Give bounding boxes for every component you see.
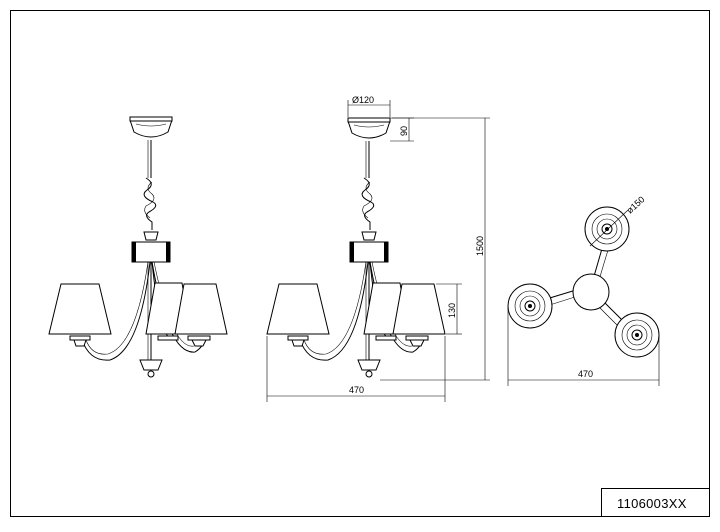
chandelier-front-view-dimensioned: Ø120 90 1500 130 470 [266,95,490,402]
sheet-border [10,10,710,517]
title-block: 1106003XX [601,488,710,517]
dimension-canopy-diameter: Ø120 [347,95,391,117]
dimension-width-top: 470 [507,306,660,386]
product-code: 1106003XX [617,496,687,511]
dimension-canopy-height: 90 [390,117,414,142]
top-shade-left [507,283,553,329]
dimension-total-height: 1500 [380,117,490,381]
chandelier-top-view: ø150 470 [507,194,660,386]
dim-canopy-height-label: 90 [399,126,409,136]
dim-width-top-label: 470 [578,369,593,379]
dim-shade-height-label: 130 [447,303,457,318]
chandelier-front-view-plain [48,116,228,378]
dim-width-front-label: 470 [349,385,364,395]
top-shade-lower-right [614,312,660,358]
dimension-width-front: 470 [266,336,446,402]
dim-canopy-diameter-label: Ø120 [352,95,374,105]
dim-shade-diameter-label: ø150 [625,194,647,215]
dim-total-height-label: 1500 [475,236,485,256]
dimension-shade-height: 130 [436,283,462,335]
